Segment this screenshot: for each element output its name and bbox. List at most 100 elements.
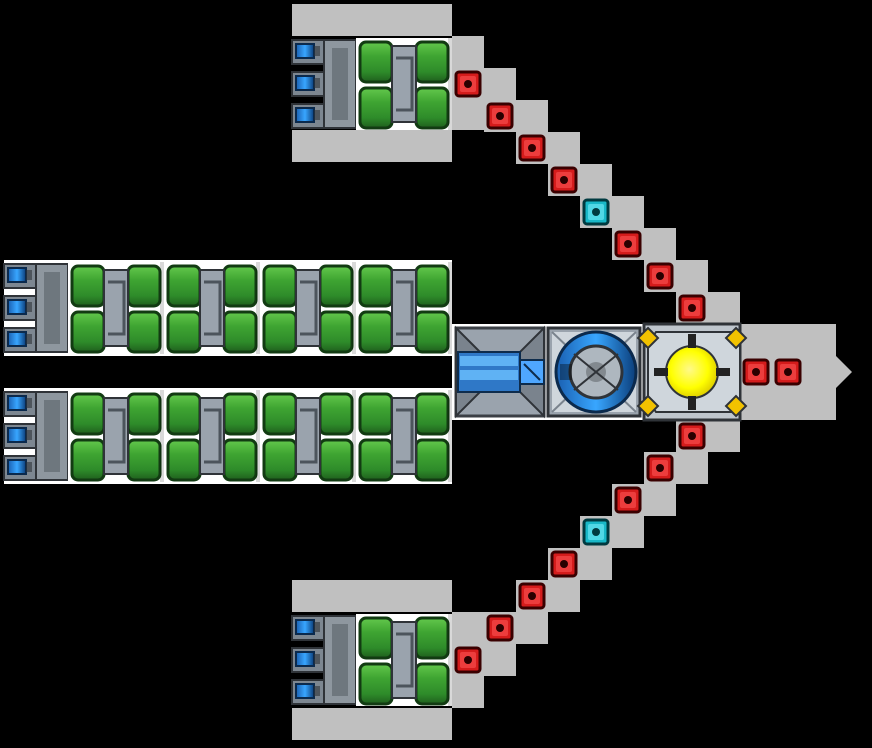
thruster-nozzle	[314, 686, 320, 696]
cyan-block-icon	[582, 518, 610, 546]
seam	[352, 262, 356, 354]
red-block-icon	[454, 70, 482, 98]
green-tank-icon	[222, 392, 258, 436]
green-tank-icon	[414, 264, 450, 308]
red-block-icon	[486, 614, 514, 642]
seam	[160, 262, 164, 354]
red-block-icon	[550, 166, 578, 194]
red-block-icon	[518, 134, 546, 162]
green-tank-icon	[318, 310, 354, 354]
seam	[448, 390, 452, 482]
red-block-icon	[454, 646, 482, 674]
red-block-icon	[614, 230, 642, 258]
green-tank-icon	[318, 438, 354, 482]
green-tank-icon	[166, 264, 202, 308]
pipe-manifold-core	[332, 624, 348, 696]
green-tank-icon	[262, 392, 298, 436]
green-tank-icon	[414, 392, 450, 436]
seam	[256, 390, 260, 482]
battery-cell	[295, 107, 315, 123]
array-row	[3, 262, 452, 354]
green-tank-icon	[318, 264, 354, 308]
green-tank-icon	[70, 438, 106, 482]
pipe-path	[300, 280, 318, 336]
green-tank-icon	[318, 392, 354, 436]
pipe-path	[396, 408, 414, 464]
pipe-path	[396, 632, 414, 688]
green-tank-icon	[358, 86, 394, 130]
thruster-nozzle	[26, 398, 32, 408]
seam	[448, 262, 452, 354]
battery-cell	[295, 43, 315, 59]
red-block-icon	[614, 486, 642, 514]
pipe-path	[396, 280, 414, 336]
array-row	[3, 390, 452, 482]
thruster-nozzle	[26, 302, 32, 312]
thruster-nozzle	[26, 462, 32, 472]
seam	[352, 390, 356, 482]
green-tank-icon	[414, 310, 450, 354]
core-sun-icon	[636, 322, 748, 422]
thruster-nozzle	[314, 654, 320, 664]
green-tank-icon	[414, 616, 450, 660]
green-tank-icon	[414, 40, 450, 84]
green-tank-icon	[126, 264, 162, 308]
pipe-path	[300, 408, 318, 464]
green-tank-icon	[262, 264, 298, 308]
seam	[256, 262, 260, 354]
battery-cell	[7, 267, 27, 283]
pipe-path	[396, 56, 414, 112]
red-block-icon	[774, 358, 802, 386]
thruster-nozzle	[314, 78, 320, 88]
cyan-block-icon	[582, 198, 610, 226]
green-tank-icon	[166, 438, 202, 482]
green-tank-icon	[70, 310, 106, 354]
green-tank-icon	[358, 264, 394, 308]
green-tank-icon	[358, 438, 394, 482]
thruster-nozzle	[314, 46, 320, 56]
blocks-layer	[454, 70, 802, 674]
green-tank-icon	[222, 310, 258, 354]
battery-cell	[7, 395, 27, 411]
green-tank-icon	[358, 662, 394, 706]
pipe-manifold-core	[44, 400, 60, 472]
battery-cell	[7, 459, 27, 475]
green-tank-icon	[414, 662, 450, 706]
green-tank-icon	[222, 438, 258, 482]
pipe-manifold-core	[332, 48, 348, 120]
generator-units	[3, 38, 452, 706]
green-tank-icon	[358, 616, 394, 660]
green-tank-icon	[166, 392, 202, 436]
pipe-manifold-core	[44, 272, 60, 344]
green-tank-icon	[126, 310, 162, 354]
battery-cell	[295, 75, 315, 91]
thruster-nozzle	[26, 334, 32, 344]
green-tank-icon	[414, 86, 450, 130]
battery-cell	[7, 299, 27, 315]
pipe-path	[204, 280, 222, 336]
seam	[448, 614, 452, 706]
pipe-path	[108, 408, 126, 464]
reactor-core-icon	[546, 326, 642, 418]
drill-icon	[454, 325, 546, 419]
green-tank-icon	[126, 392, 162, 436]
battery-cell	[295, 683, 315, 699]
green-tank-icon	[358, 392, 394, 436]
red-block-icon	[678, 294, 706, 322]
pipe-path	[204, 408, 222, 464]
thruster-nozzle	[26, 430, 32, 440]
battery-cell	[7, 331, 27, 347]
green-tank-icon	[70, 264, 106, 308]
seam	[160, 390, 164, 482]
green-tank-icon	[70, 392, 106, 436]
pipe-path	[108, 280, 126, 336]
red-block-icon	[486, 102, 514, 130]
thruster-nozzle	[314, 622, 320, 632]
thruster-nozzle	[314, 110, 320, 120]
green-tank-icon	[222, 264, 258, 308]
red-block-icon	[678, 422, 706, 450]
green-tank-icon	[358, 40, 394, 84]
battery-cell	[295, 619, 315, 635]
green-tank-icon	[262, 438, 298, 482]
